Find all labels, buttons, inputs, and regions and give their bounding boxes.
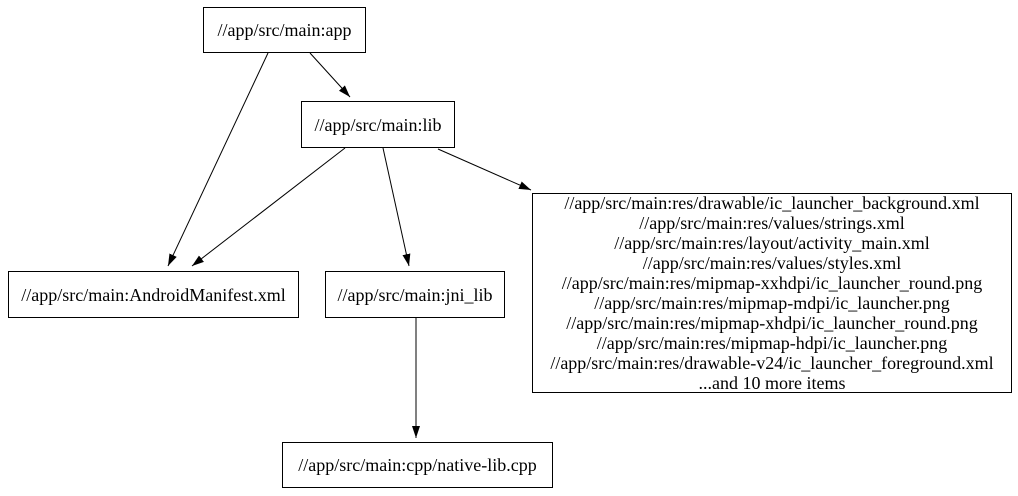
res-file-label: //app/src/main:res/values/styles.xml [642,253,902,273]
graph-node-android-manifest-label: //app/src/main:AndroidManifest.xml [21,284,286,305]
edge-lib-to-res-group [437,148,532,191]
graph-node-android-manifest: //app/src/main:AndroidManifest.xml [8,271,299,318]
more-items-label: ...and 10 more items [698,373,846,393]
res-file-label: //app/src/main:res/mipmap-hdpi/ic_launch… [596,333,948,353]
graph-node-res-group: //app/src/main:res/drawable/ic_launcher_… [532,193,1012,393]
edge-app-to-lib [309,52,351,98]
graph-node-native-lib-cpp-label: //app/src/main:cpp/native-lib.cpp [298,455,537,475]
res-file-label: //app/src/main:res/mipmap-xxhdpi/ic_laun… [561,273,983,293]
graph-node-lib: //app/src/main:lib [301,101,455,148]
res-file-label: //app/src/main:res/layout/activity_main.… [614,233,930,253]
graph-node-app: //app/src/main:app [203,7,366,53]
graph-node-app-label: //app/src/main:app [217,20,352,40]
edge-lib-to-jni-lib [382,147,411,267]
res-file-label: //app/src/main:res/drawable/ic_launcher_… [564,193,980,213]
res-file-label: //app/src/main:res/drawable-v24/ic_launc… [550,353,994,373]
graph-node-jni-lib-label: //app/src/main:jni_lib [337,284,493,305]
edge-lib-to-manifest [191,147,346,267]
res-file-label: //app/src/main:res/values/strings.xml [639,213,905,233]
edge-app-to-manifest [167,52,269,267]
res-file-label: //app/src/main:res/mipmap-mdpi/ic_launch… [594,293,950,313]
graph-node-lib-label: //app/src/main:lib [314,114,442,135]
res-file-label: //app/src/main:res/mipmap-xhdpi/ic_launc… [566,313,978,333]
graph-node-native-lib-cpp: //app/src/main:cpp/native-lib.cpp [282,442,553,488]
graph-node-jni-lib: //app/src/main:jni_lib [325,271,505,318]
